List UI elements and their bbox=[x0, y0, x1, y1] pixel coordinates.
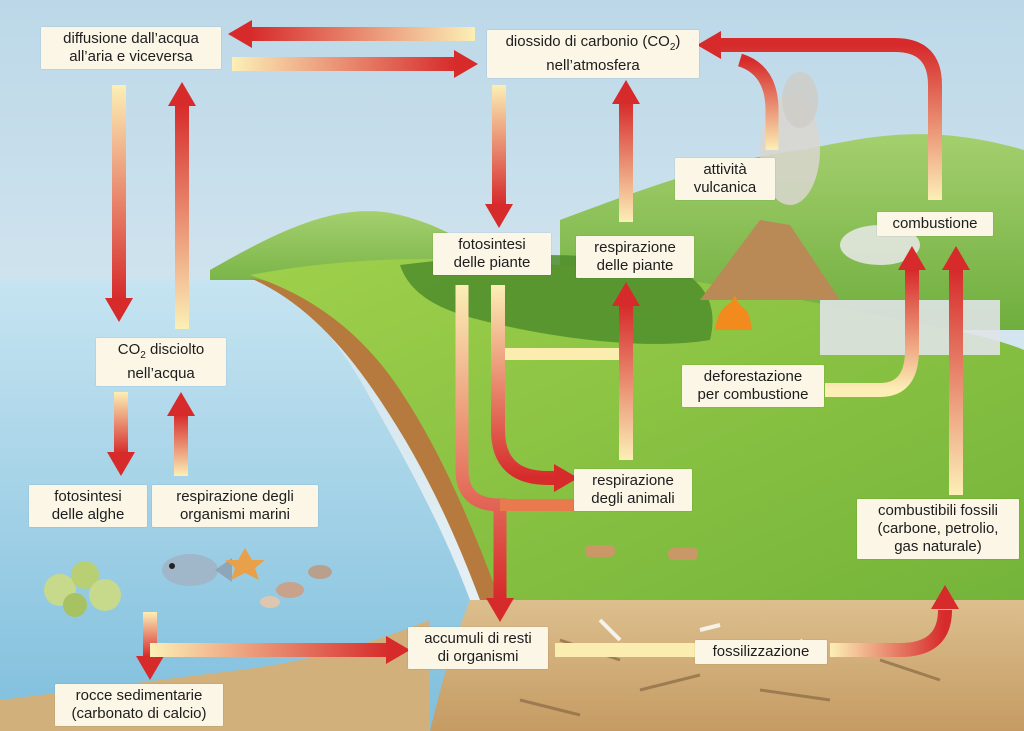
arrow-to-accumulation bbox=[150, 643, 390, 657]
label-co2-water-line1: CO2 disciolto bbox=[104, 341, 218, 365]
soil-layer bbox=[430, 600, 1024, 731]
label-fossil-line1: combustibili fossili bbox=[877, 502, 999, 519]
label-photo-algae-line2: delle alghe bbox=[51, 506, 125, 523]
arrowhead-to-accumulation-top bbox=[486, 598, 514, 622]
label-combustion-text: combustione bbox=[892, 215, 978, 232]
label-diffusion-line1: diffusione dall’acqua bbox=[63, 30, 199, 47]
label-co2-water: CO2 disciolto nell’acqua bbox=[96, 338, 226, 386]
label-combustion: combustione bbox=[877, 212, 993, 236]
arrowhead-fossil-to-combustion bbox=[942, 246, 970, 270]
label-accum-line1: accumuli di resti bbox=[424, 630, 532, 647]
label-volcanic-line2: vulcanica bbox=[693, 179, 757, 196]
arrow-fossilization-to-fossil-fuels bbox=[830, 609, 952, 657]
arrowhead-diffusion-to-co2-water bbox=[105, 298, 133, 322]
arrowhead-atmosphere-to-diffusion bbox=[228, 20, 252, 48]
label-resp-plants-line1: respirazione bbox=[594, 239, 676, 256]
label-deforestation: deforestazione per combustione bbox=[682, 365, 824, 407]
arrowhead-co2-water-to-diffusion bbox=[168, 82, 196, 106]
arrow-photo-to-accumulation bbox=[455, 285, 507, 598]
label-resp-animals: respirazione degli animali bbox=[574, 469, 692, 511]
label-fossil-line3: gas naturale) bbox=[894, 538, 982, 555]
co2-water-post: disciolto bbox=[145, 341, 205, 358]
label-co2-atmosphere: diossido di carbonio (CO2) nell’atmosfer… bbox=[487, 30, 699, 78]
arrowhead-deforest-to-combustion bbox=[898, 246, 926, 270]
volcano bbox=[700, 220, 840, 300]
arrowhead-to-rocks bbox=[136, 656, 164, 680]
label-resp-animals-line1: respirazione bbox=[592, 472, 674, 489]
arrow-atmosphere-to-photo-plants bbox=[492, 85, 506, 205]
label-resp-marine: respirazione degli organismi marini bbox=[152, 485, 318, 527]
label-co2-atmosphere-line2: nell’atmosfera bbox=[546, 57, 640, 74]
label-resp-marine-line2: organismi marini bbox=[179, 506, 291, 523]
label-co2-atmosphere-line1: diossido di carbonio (CO2) bbox=[495, 33, 691, 57]
algae-illustration bbox=[44, 561, 121, 617]
arrowhead-diffusion-to-atmosphere bbox=[454, 50, 478, 78]
cliff bbox=[250, 278, 520, 600]
label-deforest-line1: deforestazione bbox=[703, 368, 803, 385]
label-sedimentary-rocks: rocce sedimentarie (carbonato di calcio) bbox=[55, 684, 223, 726]
marine-organisms-illustration bbox=[162, 548, 332, 608]
label-diffusion-line2: all’aria e viceversa bbox=[69, 48, 193, 65]
label-photo-algae-line1: fotosintesi bbox=[54, 488, 122, 505]
arrowhead-resp-plants-up bbox=[612, 282, 640, 306]
arrow-fossil-to-combustion bbox=[949, 270, 963, 495]
co2-atm-pre: diossido di carbonio (CO bbox=[505, 33, 670, 50]
arrow-photo-to-resp-horizontal bbox=[496, 348, 624, 360]
arrow-photo-to-animals bbox=[491, 285, 556, 485]
label-rocks-line1: rocce sedimentarie bbox=[75, 687, 203, 704]
label-accum-line2: di organismi bbox=[437, 648, 519, 665]
label-resp-animals-line2: degli animali bbox=[591, 490, 675, 507]
arrow-co2-water-to-diffusion bbox=[175, 104, 189, 329]
arrow-resp-plants-up bbox=[619, 305, 633, 460]
arrowhead-marine-resp-to-co2-water bbox=[167, 392, 195, 416]
label-accumulation: accumuli di resti di organismi bbox=[408, 627, 548, 669]
label-co2-water-line2: nell’acqua bbox=[127, 365, 195, 382]
deer-illustration bbox=[585, 545, 698, 560]
label-photo-plants-line2: delle piante bbox=[453, 254, 531, 271]
arrow-volcano-to-atmosphere bbox=[737, 53, 779, 150]
co2-water-sub: 2 bbox=[140, 350, 146, 361]
arrowhead-co2-water-to-algae bbox=[107, 452, 135, 476]
label-resp-marine-line1: respirazione degli bbox=[176, 488, 294, 505]
label-fossil-line2: (carbone, petrolio, bbox=[877, 520, 999, 537]
fire bbox=[715, 295, 752, 330]
arrow-marine-resp-to-co2-water bbox=[174, 414, 188, 476]
label-rocks-line2: (carbonato di calcio) bbox=[71, 705, 207, 722]
label-deforest-line2: per combustione bbox=[697, 386, 809, 403]
arrowhead-combustion-to-atmosphere bbox=[697, 31, 721, 59]
arrow-resp-plants-to-atmosphere bbox=[619, 102, 633, 222]
label-volcanic-activity: attività vulcanica bbox=[675, 158, 775, 200]
label-fossilization-text: fossilizzazione bbox=[712, 643, 810, 660]
label-photo-algae: fotosintesi delle alghe bbox=[29, 485, 147, 527]
arrowhead-atmosphere-to-photo-plants bbox=[485, 204, 513, 228]
label-resp-plants: respirazione delle piante bbox=[576, 236, 694, 278]
arrowhead-photo-to-animals bbox=[554, 464, 578, 492]
label-diffusion: diffusione dall’acqua all’aria e vicever… bbox=[41, 27, 221, 69]
co2-atm-post: ) bbox=[675, 33, 681, 50]
arrowhead-to-accumulation bbox=[386, 636, 410, 664]
co2-atm-sub: 2 bbox=[669, 42, 676, 53]
arrow-deforest-to-combustion bbox=[825, 270, 919, 397]
label-photo-plants-line1: fotosintesi bbox=[458, 236, 526, 253]
volcano-smoke-top bbox=[782, 72, 818, 128]
arrowhead-resp-plants-to-atmosphere bbox=[612, 80, 640, 104]
arrow-co2-water-to-algae bbox=[114, 392, 128, 454]
co2-water-pre: CO bbox=[117, 341, 141, 358]
arrow-atmosphere-to-diffusion bbox=[250, 27, 475, 41]
arrow-diffusion-to-atmosphere bbox=[232, 57, 457, 71]
arrowhead-to-fossil-fuels bbox=[931, 585, 959, 609]
arrow-combustion-to-atmosphere bbox=[720, 38, 942, 200]
label-photo-plants: fotosintesi delle piante bbox=[433, 233, 551, 275]
label-resp-plants-line2: delle piante bbox=[596, 257, 674, 274]
label-fossil-fuels: combustibili fossili (carbone, petrolio,… bbox=[857, 499, 1019, 559]
arrow-animals-to-accumulation bbox=[500, 499, 580, 511]
arrow-diffusion-to-co2-water bbox=[112, 85, 126, 300]
label-fossilization: fossilizzazione bbox=[695, 640, 827, 664]
arrow-accumulation-to-fossilization bbox=[555, 643, 695, 657]
label-volcanic-line1: attività bbox=[703, 161, 747, 178]
